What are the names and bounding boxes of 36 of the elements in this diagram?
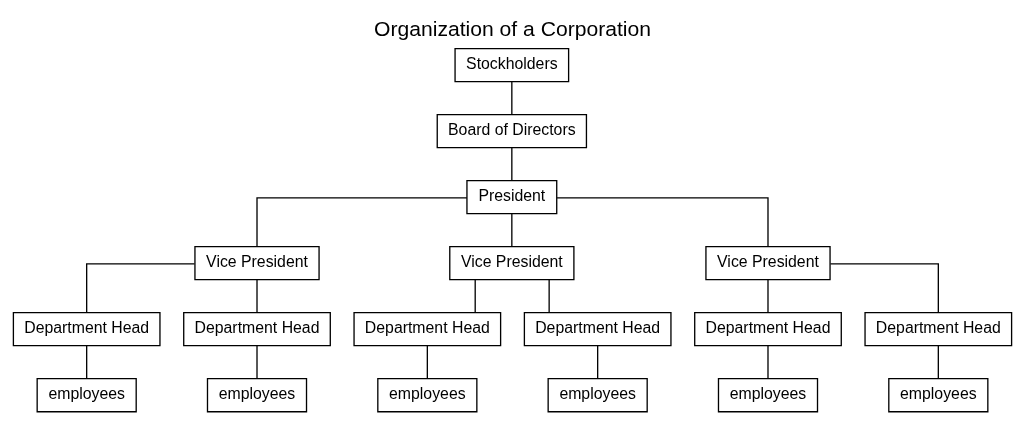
node-box: employees <box>547 378 648 413</box>
node-box: Department Head <box>183 312 331 347</box>
connector <box>256 345 258 379</box>
connector <box>86 263 196 314</box>
node-box: Vice President <box>449 246 575 281</box>
connector <box>86 345 88 379</box>
node-box: Department Head <box>864 312 1013 347</box>
node-box: Department Head <box>12 312 161 347</box>
node-box: Department Head <box>694 312 842 347</box>
node-box: employees <box>206 378 308 413</box>
connector <box>597 345 599 379</box>
node-box: employees <box>888 378 989 413</box>
node-box: Vice President <box>705 246 831 281</box>
connector <box>474 279 476 313</box>
connector <box>256 197 468 247</box>
node-box: employees <box>36 378 137 413</box>
node-box: Department Head <box>523 312 672 347</box>
connector <box>937 345 939 379</box>
node-box: Board of Directors <box>436 113 588 149</box>
connector <box>511 147 513 181</box>
connector <box>556 197 769 247</box>
connector <box>511 81 513 115</box>
connector <box>548 279 550 313</box>
connector <box>829 263 939 314</box>
diagram-title: Organization of a Corporation <box>374 17 651 41</box>
connector <box>426 345 428 379</box>
node-box: Vice President <box>194 246 320 281</box>
node-box: Stockholders <box>454 47 570 83</box>
connector <box>256 279 258 313</box>
connector <box>767 345 769 379</box>
connector <box>767 279 769 313</box>
node-box: employees <box>377 378 478 413</box>
node-box: President <box>466 180 558 215</box>
node-box: Department Head <box>353 312 502 347</box>
connector <box>511 213 513 247</box>
node-box: employees <box>717 378 819 413</box>
